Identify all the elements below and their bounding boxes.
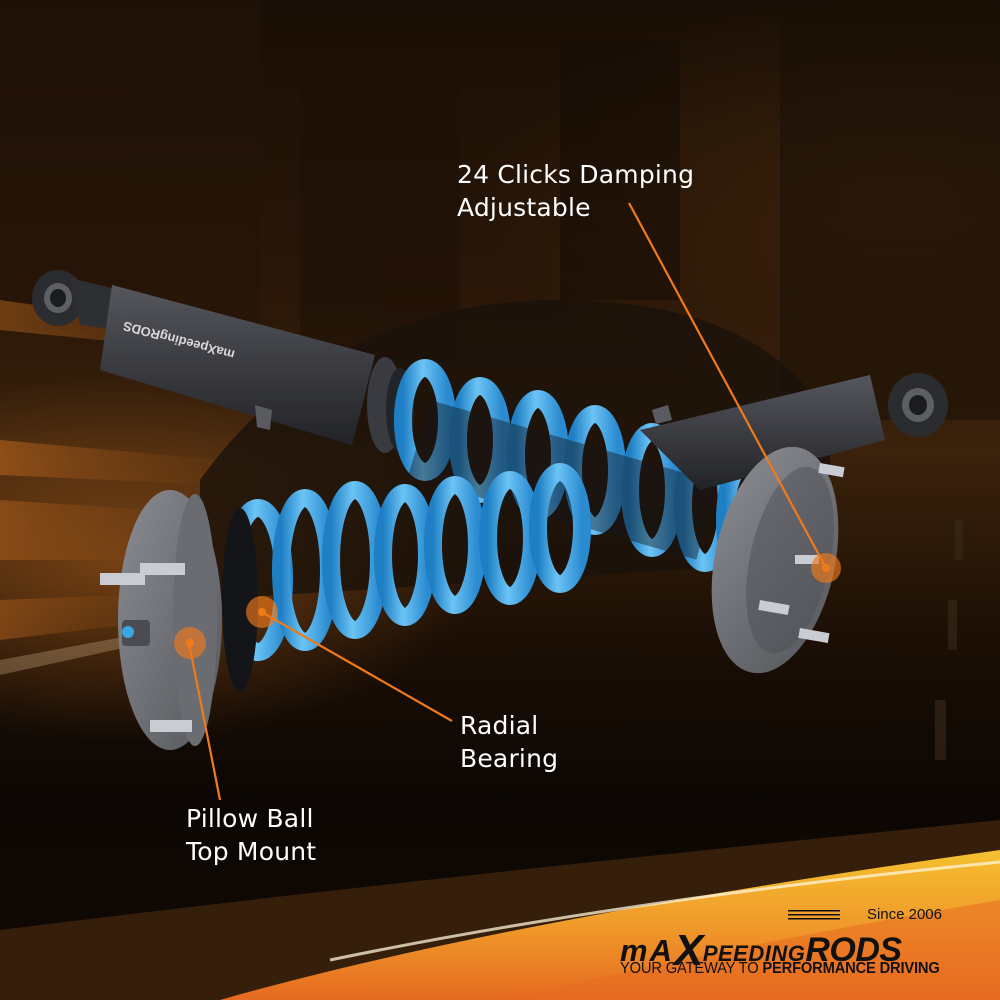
logo-tagline: YOUR GATEWAY TO PERFORMANCE DRIVING (620, 960, 940, 978)
logo-since: Since 2006 (866, 906, 942, 923)
logo-peeding: PEEDING (702, 941, 806, 966)
callout-radial-bearing: Radial Bearing (460, 709, 558, 775)
callout-pillow-line1: Pillow Ball (186, 804, 314, 833)
logo-x: X (673, 926, 703, 975)
logo-wordmark: mAXPEEDINGRODS (620, 922, 902, 975)
callout-damping-line2: Adjustable (457, 193, 591, 222)
callout-radial-line2: Bearing (460, 744, 559, 773)
speed-lines-icon (788, 910, 840, 922)
callout-pillow-line2: Top Mount (186, 837, 317, 866)
logo-rods: RODS (805, 931, 902, 969)
callout-pillow-ball-top-mount: Pillow Ball Top Mount (186, 802, 316, 868)
logo-ma: mA (620, 933, 674, 968)
brand-logo: Since 2006 mAXPEEDINGRODS YOUR GATEWAY T… (620, 906, 950, 982)
callout-damping-line1: 24 Clicks Damping (457, 160, 695, 189)
callout-damping-adjustable: 24 Clicks Damping Adjustable (457, 158, 694, 224)
callout-radial-line1: Radial (460, 711, 539, 740)
tagline-bold: PERFORMANCE DRIVING (762, 960, 940, 977)
tagline-light: YOUR GATEWAY TO (620, 960, 763, 977)
